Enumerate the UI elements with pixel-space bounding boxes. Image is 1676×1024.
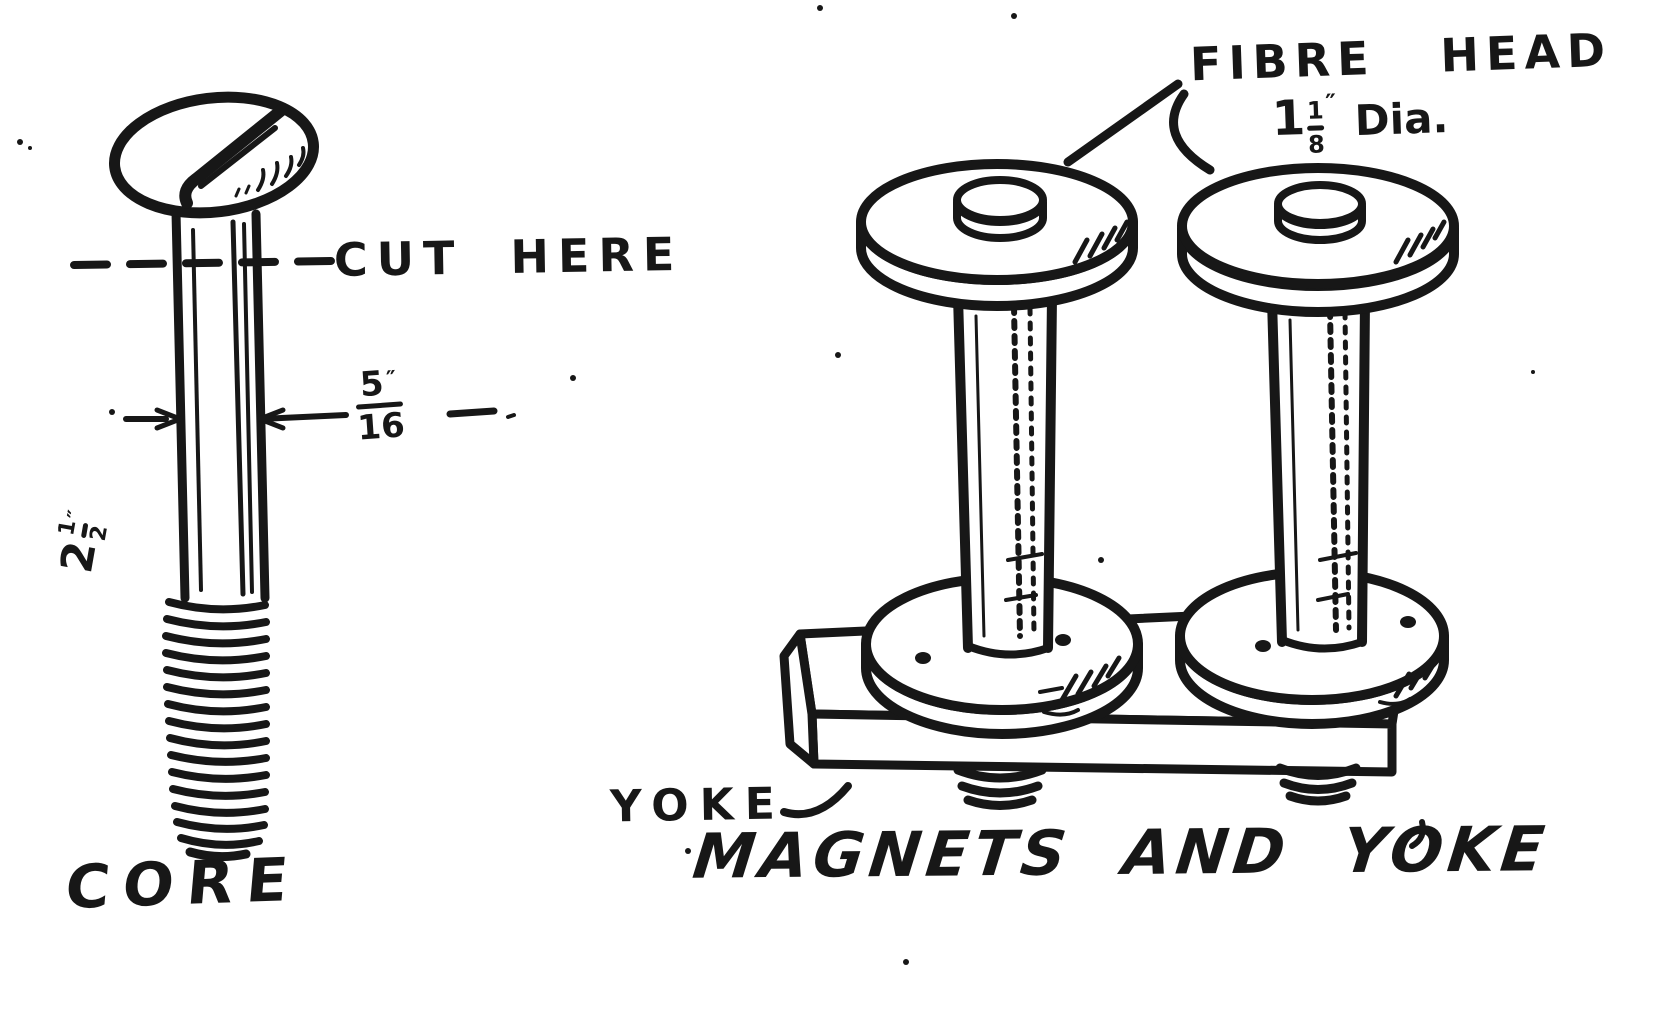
fibre-head-leader-line [1063,79,1183,167]
yoke-leader-line [780,782,852,819]
magnet-right [1175,163,1459,729]
magnet-left [856,159,1143,739]
dimension-numerator: 5″ [358,363,397,406]
bolt-head [109,91,319,219]
cut-here-label: CUT HERE [333,226,684,288]
shaft-width-dimension: 5″ 16 [353,363,407,449]
core-caption: CORE [62,844,304,924]
fibre-head-paren [1169,89,1215,175]
core-bolt-figure [70,91,516,862]
dimension-whole: 1 [1270,89,1307,148]
bolt-head-slot [179,103,289,209]
cut-here-dashed-line [70,257,336,269]
spool-column-right [1267,295,1370,653]
bolt-stub-left [953,765,1047,810]
boss-left [953,176,1047,242]
inch-mark: ″ [385,366,397,393]
diameter-abbreviation: Dia. [1353,92,1450,146]
bolt-shaft [171,207,270,603]
bolt-threads [162,598,270,862]
width-dimension-arrows [123,407,516,431]
magnets-yoke-caption: MAGNETS AND YOKE [689,812,1553,893]
dimension-fraction: 1 8 [1306,96,1326,159]
head-diameter-dimension: 1 1 8 ″ Dia. [1270,88,1450,159]
ink-specks [17,5,1535,965]
bolt-stub-right [1275,763,1361,806]
inch-mark: ″ [1324,88,1337,118]
caption-tick-mark [1409,819,1426,849]
boss-right [1274,181,1366,244]
magnets-yoke-figure [779,79,1459,849]
fibre-head-label: FIBRE HEAD [1189,22,1613,92]
shaft-length-dimension: 2 1 2 ″ [51,508,114,577]
dimension-denominator: 16 [356,405,407,449]
spool-column-left [953,291,1057,659]
